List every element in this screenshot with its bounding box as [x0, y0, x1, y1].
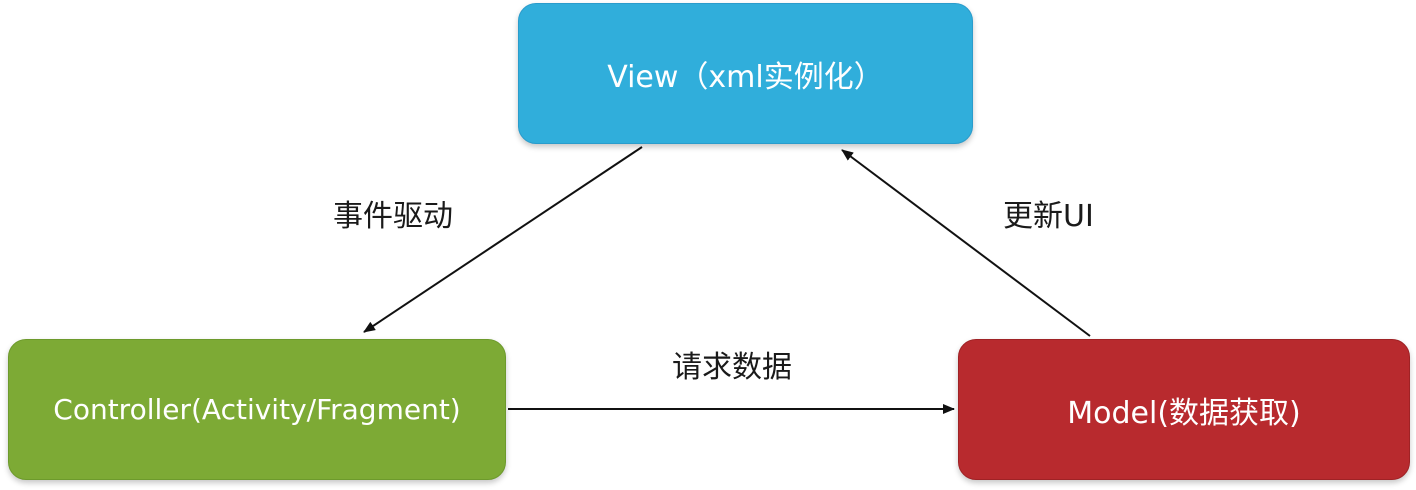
model-node-label: Model(数据获取) — [1067, 395, 1301, 431]
controller-node: Controller(Activity/Fragment) — [8, 339, 506, 480]
model-node: Model(数据获取) — [958, 339, 1410, 480]
view-node: View（xml实例化） — [518, 3, 973, 144]
edge-label-request-data: 请求数据 — [672, 350, 792, 385]
arrow-view-to-controller — [363, 146, 643, 333]
edge-label-update-ui: 更新UI — [1003, 199, 1094, 234]
controller-node-label: Controller(Activity/Fragment) — [53, 393, 461, 426]
arrow-model-to-view — [841, 149, 1091, 337]
view-node-label: View（xml实例化） — [607, 59, 884, 95]
edge-label-event-driven: 事件驱动 — [333, 199, 453, 234]
